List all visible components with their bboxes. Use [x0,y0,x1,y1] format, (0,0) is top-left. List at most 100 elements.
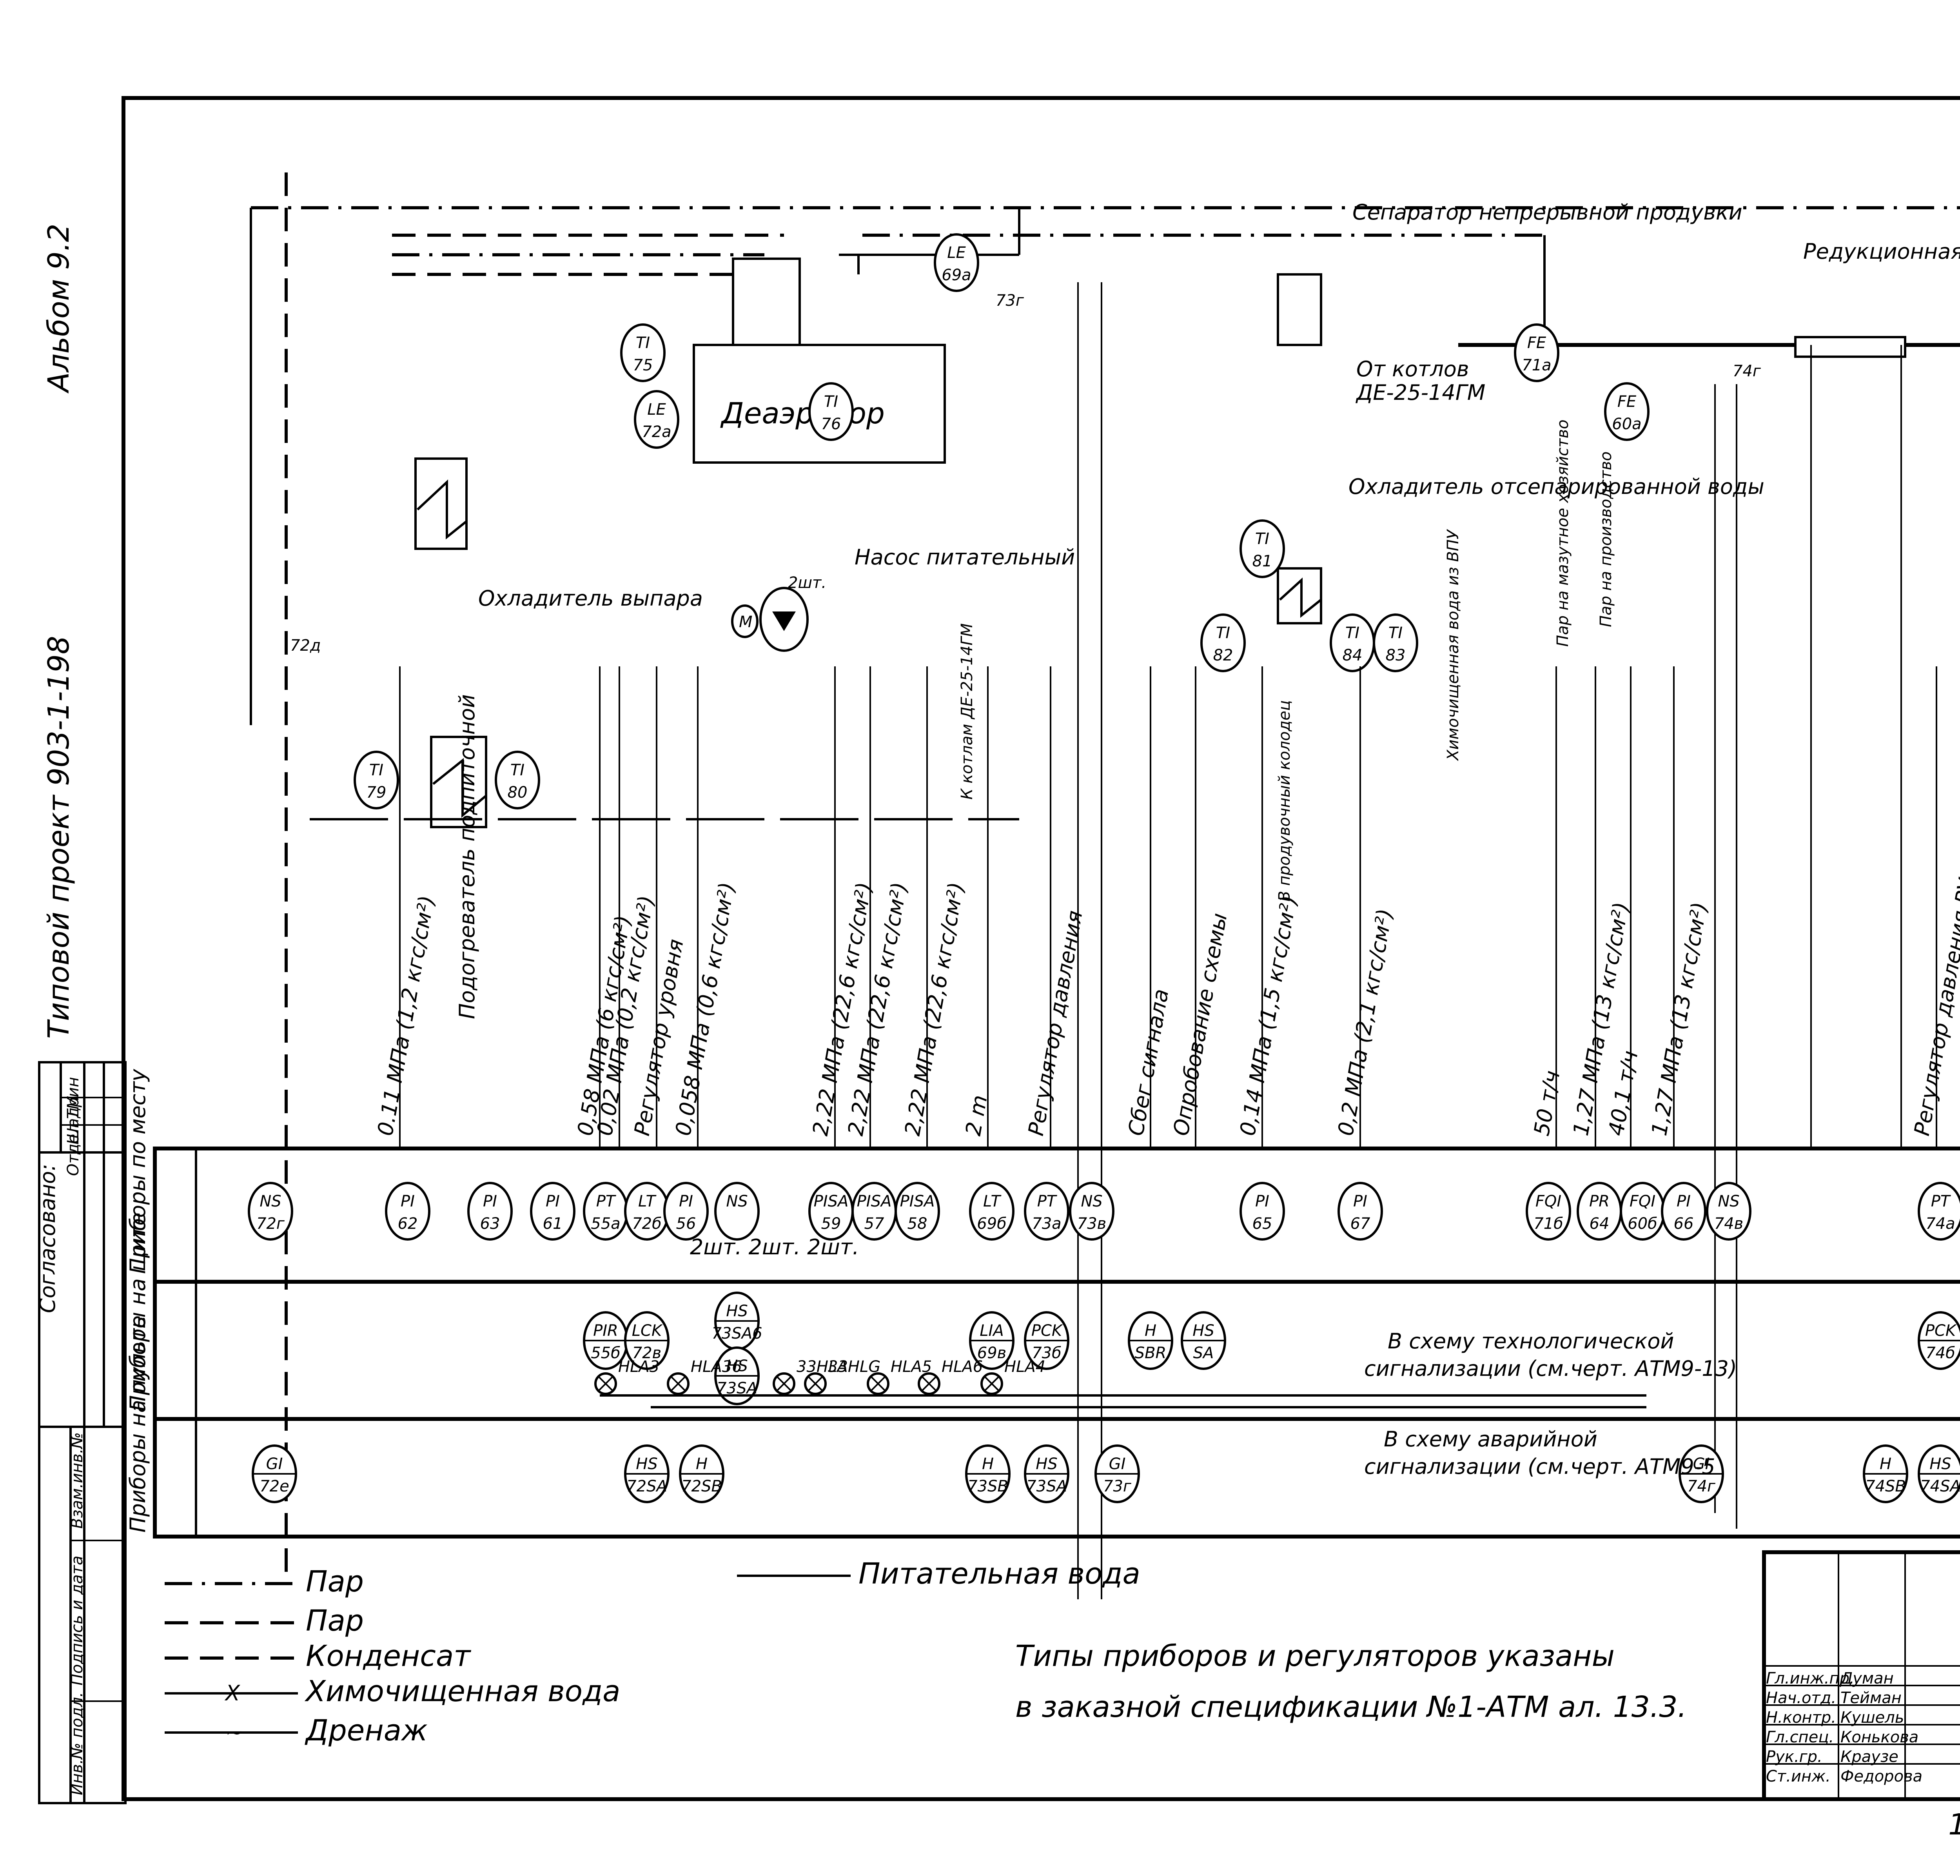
sheet-frame [122,96,1960,1801]
instrument-function: PISA [900,1192,935,1210]
instrument-function: HS [1036,1455,1057,1473]
instrument-number: 63 [480,1215,500,1233]
instrument-function: PI [1353,1192,1367,1210]
signer-name: Конькова [1840,1728,1918,1746]
panel-instruments: PIR55бLCK72вHS73SA6HS73SALIA69вPCK73бHSB… [583,1292,1960,1405]
makeup-heater: Подогреватель подпиточной [430,694,487,1019]
legend-label: Пар [306,1604,364,1638]
instrument-number: 66 [1674,1215,1694,1233]
album-label: Альбом 9.2 [42,224,76,394]
instrument-function: PI [679,1192,693,1210]
instrument-number: 73в [1077,1215,1106,1233]
instrument-number: 73SA [1026,1477,1067,1495]
signal-bus: В схему технологической сигнализации (см… [600,1329,1737,1479]
legend-label: Питательная вода [858,1557,1140,1591]
instrument-number: 74SA [1920,1477,1960,1495]
column-note: 1,27 МПа (13 кгс/см²) [1647,900,1712,1138]
column-note: 2,22 МПа (22,6 кгс/см²) [900,880,969,1138]
instrument-number: 74а [1926,1215,1955,1233]
instrument-function: TI [369,761,383,779]
svg-text:Охладитель отсепарированной во: Охладитель отсепарированной воды [1348,474,1764,499]
inv-label-2: Взам.инв.№ [68,1432,86,1529]
vapor-cooler: Охладитель выпара [414,457,703,611]
signer-role: Гл.спец. [1766,1728,1834,1746]
instrument-number: 55б [591,1344,621,1362]
column-note: 50 т/ч [1529,1069,1565,1138]
signer-role: Рук.гр. [1766,1748,1822,1766]
process-lines [250,172,1960,1599]
instrument-function: FE [1527,334,1546,352]
instrument-function: NS [1081,1192,1102,1210]
instrument-number: 81 [1252,552,1272,570]
legend-label: Конденсат [306,1639,471,1673]
signal-lamp-icon: HLA36 [667,1358,742,1395]
svg-text:Редукционная установка: Редукционная установка [1803,239,1960,264]
motor-icon [731,604,759,638]
signer-name: Федорова [1840,1767,1922,1785]
signal-lamp-icon: 33HLA [773,1358,848,1395]
instrument-number: 75 [633,356,653,374]
console-instrument: HS 74SA [1918,1444,1960,1503]
instrument-number: 83 [1386,646,1406,664]
signer-name: Думан [1840,1669,1894,1687]
instrument-function: FE [1617,393,1637,411]
instrument-function: LT [638,1192,657,1210]
separated-water-cooler: Охладитель отсепарированной воды [1277,474,1764,624]
note-line-1: Типы приборов и регуляторов указаны [1015,1639,1615,1673]
instrument-function: GI [266,1455,283,1473]
instrument-function: PCK [1031,1322,1063,1340]
instrument-function: PI [401,1192,415,1210]
instrument-number: 72а [642,423,671,441]
legend-label: Пар [306,1565,364,1598]
tag-72d: 72д [290,637,321,655]
instrument-function: HS [1929,1455,1951,1473]
tag-74g: 74г [1733,362,1761,380]
instrument-number: 72SA [626,1477,667,1495]
note-line-2: в заказной спецификации №1-АТМ ал. 13.3. [1015,1690,1687,1724]
from-boilers-2: ДЕ-25-14ГМ [1356,380,1485,405]
project-label: Типовой проект 903-1-198 [42,636,76,1039]
instrument-number: 58 [907,1215,927,1233]
instrument-function: FQI [1630,1192,1655,1210]
instrument-function: PT [1931,1192,1951,1210]
svg-text:2шт.: 2шт. [788,574,826,592]
agreed-dept: Отдел ТМ [64,1096,82,1176]
instrument-number: 69а [942,266,971,284]
svg-text:X: X [224,1681,240,1705]
instrument-number: 72г [256,1215,285,1233]
instrument-function: LT [983,1192,1002,1210]
instrument-function: HS [726,1302,748,1320]
instrument-number: SBR [1135,1344,1167,1362]
instrument-function: NS [1718,1192,1739,1210]
signer-name: Тейман [1840,1689,1902,1707]
svg-text:Насос питательный: Насос питательный [855,545,1075,570]
instrument-number: 73б [1032,1344,1062,1362]
column-note: 0,2 МПа (2,1 кгс/см²) [1333,907,1397,1138]
local-instrument: NS [714,1182,760,1241]
deaerator: Деаэратор [693,258,946,464]
title-block: ТП 903-1-198 АТМ 9-12 Котельная с тремя … [1762,1550,1960,1801]
instrument-number: 72б [632,1215,662,1233]
svg-text:~: ~ [225,1720,243,1745]
instrument-number: 73г [1103,1477,1132,1495]
legend-label: Дренаж [305,1714,428,1747]
local-instrument: PISA 58 [895,1182,940,1241]
instrument-number: SA [1193,1344,1214,1362]
